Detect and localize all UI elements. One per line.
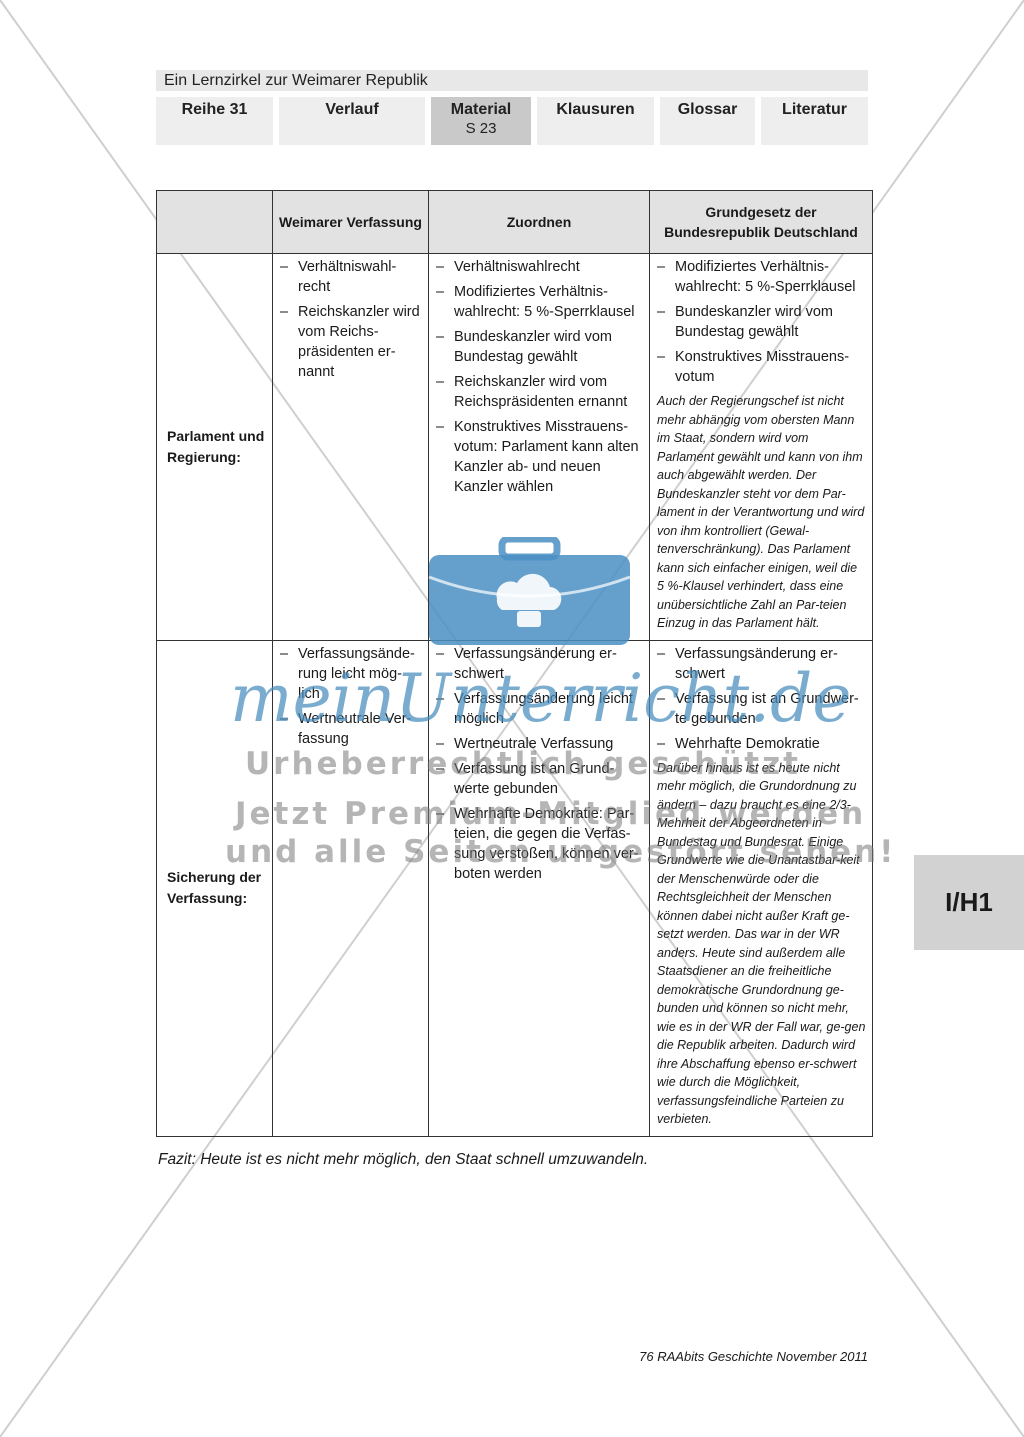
nav-tab-klausuren[interactable]: Klausuren <box>537 97 654 145</box>
page-footer: 76 RAAbits Geschichte November 2011 <box>639 1349 868 1364</box>
grundgesetz-cell: Verfassungsänderung er-schwert Verfassun… <box>649 639 873 1137</box>
list-item: Verhältniswahl-recht <box>280 257 423 297</box>
explanation-note: Auch der Regierungschef ist nicht mehr a… <box>657 394 865 630</box>
list-item: Modifiziertes Verhältnis-wahlrecht: 5 %-… <box>436 282 644 322</box>
grundgesetz-cell: Modifiziertes Verhältnis-wahlrecht: 5 %-… <box>649 253 873 641</box>
list-item: Reichskanzler wird vom Reichs-präsidente… <box>280 302 423 382</box>
header-weimarer-verfassung: Weimarer Verfassung <box>272 190 429 254</box>
header-empty-cell <box>156 190 273 254</box>
explanation-note: Darüber hinaus ist es heute nicht mehr m… <box>657 760 866 1127</box>
list-item: Modifiziertes Verhältnis-wahlrecht: 5 %-… <box>657 257 867 297</box>
nav-tab-label: Literatur <box>782 101 847 118</box>
list-item: Reichskanzler wird vom Reichspräsidenten… <box>436 372 644 412</box>
list-item: Bundeskanzler wird vom Bundestag gewählt <box>657 302 867 342</box>
weimar-cell: Verfassungsände-rung leicht mög-lich Wer… <box>272 639 429 1137</box>
header-grundgesetz: Grundgesetz der Bundesrepublik Deutschla… <box>649 190 873 254</box>
list-item: Wehrhafte Demokratie <box>657 734 867 754</box>
nav-tab-label: Reihe 31 <box>181 101 248 118</box>
conclusion-text: Fazit: Heute ist es nicht mehr möglich, … <box>158 1151 649 1168</box>
list-item: Bundeskanzler wird vom Bundestag gewählt <box>436 327 644 367</box>
nav-tab-label: Klausuren <box>556 101 635 118</box>
nav-tab-label: Material <box>450 101 512 118</box>
header-zuordnen: Zuordnen <box>428 190 650 254</box>
list-item: Verfassung ist an Grund-werte gebunden <box>436 759 644 799</box>
watermark-cta: und alle Seiten ungestört sehen! <box>225 834 897 870</box>
nav-tab-literatur[interactable]: Literatur <box>761 97 868 145</box>
list-item: Wehrhafte Demokratie: Par-teien, die geg… <box>436 804 644 884</box>
list-item: Verfassung ist an Grundwer-te gebunden <box>657 689 867 729</box>
watermark-copyright: Urheberrechtlich geschützt <box>245 746 801 782</box>
nav-tab-material[interactable]: Material S 23 <box>431 97 531 145</box>
list-item: Verfassungsände-rung leicht mög-lich <box>280 644 423 704</box>
nav-tab-verlauf[interactable]: Verlauf <box>279 97 425 145</box>
list-item: Wertneutrale Verfassung <box>436 734 644 754</box>
watermark-brand: meinUnterricht.de <box>230 660 852 737</box>
briefcase-cloud-icon <box>428 537 631 645</box>
list-item: Verfassungsänderung leicht möglich <box>436 689 644 729</box>
table-row-sicherung: Sicherung der Verfassung: Verfassungsänd… <box>156 639 873 1137</box>
comparison-table: Weimarer Verfassung Zuordnen Grundgesetz… <box>156 190 873 1137</box>
table-header-row: Weimarer Verfassung Zuordnen Grundgesetz… <box>156 190 873 254</box>
list-item: Konstruktives Misstrauens-votum <box>657 347 867 387</box>
nav-tab-glossar[interactable]: Glossar <box>660 97 755 145</box>
watermark-premium: Jetzt Premium-Mitglied werden <box>235 796 867 832</box>
nav-tab-page-number: S 23 <box>465 120 497 137</box>
nav-tab-label: Glossar <box>677 101 738 118</box>
list-item: Verhältniswahlrecht <box>436 257 644 277</box>
list-item: Verfassungsänderung er-schwert <box>436 644 644 684</box>
worksheet-series-title: Ein Lernzirkel zur Weimarer Republik <box>156 70 868 91</box>
list-item: Konstruktives Misstrauens-votum: Parlame… <box>436 417 644 497</box>
row-label: Parlament und Regierung: <box>156 253 273 641</box>
weimar-cell: Verhältniswahl-recht Reichskanzler wird … <box>272 253 429 641</box>
nav-tab-reihe[interactable]: Reihe 31 <box>156 97 273 145</box>
section-tab: I/H1 <box>914 855 1024 950</box>
nav-tab-label: Verlauf <box>325 101 379 118</box>
list-item: Verfassungsänderung er-schwert <box>657 644 867 684</box>
list-item: Wertneutrale Ver-fassung <box>280 709 423 749</box>
